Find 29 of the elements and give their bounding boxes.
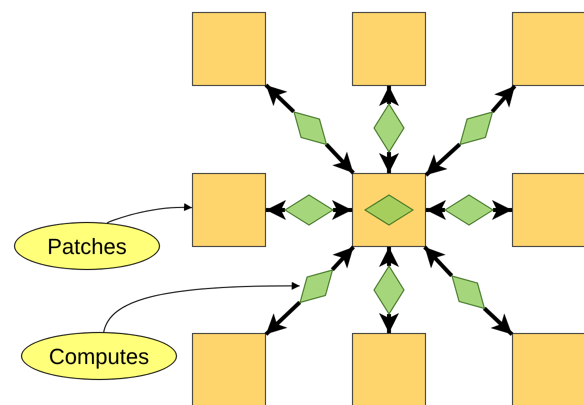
arrow [264,300,302,336]
arrow [482,306,514,336]
arrow [423,246,454,278]
square-box [192,173,266,247]
arrow [492,200,512,220]
arrow [379,86,399,106]
arrow [490,84,516,114]
square-box [192,333,266,405]
arrow [330,246,355,272]
arrow [332,200,352,220]
square-box [352,12,426,86]
callout-text: Computes [48,342,150,371]
arrow [379,247,399,267]
square-box [352,173,426,247]
leader-line [103,282,300,333]
arrow [266,200,286,220]
callout-text: Patches [47,232,127,260]
square-box [192,12,266,86]
square-box [512,333,584,405]
arrow [424,142,462,177]
square-box [352,333,426,405]
arrow [426,200,446,220]
arrow [379,313,399,333]
leader-line [106,203,192,224]
square-box [512,12,584,86]
arrow [324,142,355,174]
arrow [379,152,399,173]
square-box [512,173,584,247]
arrow [264,84,296,114]
